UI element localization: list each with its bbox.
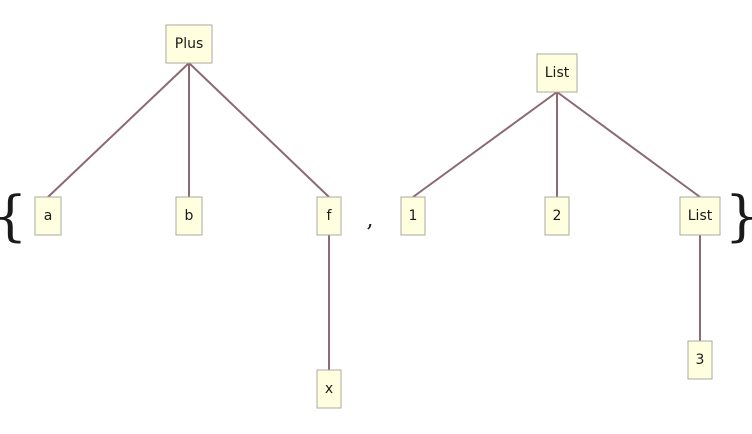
edge-list-root-to-one [412, 91, 558, 198]
node-label-two: 2 [553, 208, 562, 224]
node-plus: Plus [165, 24, 213, 64]
node-list-inner: List [679, 196, 721, 236]
edge-list-root-to-list-inner [556, 91, 701, 198]
node-label-f: f [327, 208, 333, 224]
node-two: 2 [544, 196, 570, 236]
open-brace: { [0, 185, 27, 248]
node-label-x: x [325, 381, 333, 397]
edge-plus-to-f [188, 62, 330, 198]
node-box-plus [165, 24, 213, 64]
edges-layer [47, 62, 701, 370]
node-label-b: b [185, 208, 194, 224]
edge-plus-to-a [47, 62, 190, 198]
node-box-two [544, 196, 570, 236]
node-one: 1 [400, 196, 426, 236]
node-label-plus: Plus [175, 36, 204, 52]
node-b: b [175, 196, 203, 236]
node-label-list-root: List [545, 65, 570, 81]
node-three: 3 [687, 340, 713, 380]
node-list-root: List [536, 53, 578, 93]
node-box-list-root [536, 53, 578, 93]
node-label-three: 3 [696, 352, 705, 368]
node-box-a [34, 196, 62, 236]
node-box-f [316, 196, 342, 236]
node-box-one [400, 196, 426, 236]
separator-comma: , [367, 208, 374, 233]
node-a: a [34, 196, 62, 236]
node-f: f [316, 196, 342, 236]
node-box-list-inner [679, 196, 721, 236]
node-box-b [175, 196, 203, 236]
node-box-three [687, 340, 713, 380]
node-label-one: 1 [409, 208, 418, 224]
node-x: x [316, 369, 342, 409]
node-label-a: a [44, 208, 53, 224]
close-brace: } [725, 185, 752, 248]
node-label-list-inner: List [688, 208, 713, 224]
node-box-x [316, 369, 342, 409]
nodes-layer: Plus a b f x List 1 2 List 3 [34, 24, 721, 409]
